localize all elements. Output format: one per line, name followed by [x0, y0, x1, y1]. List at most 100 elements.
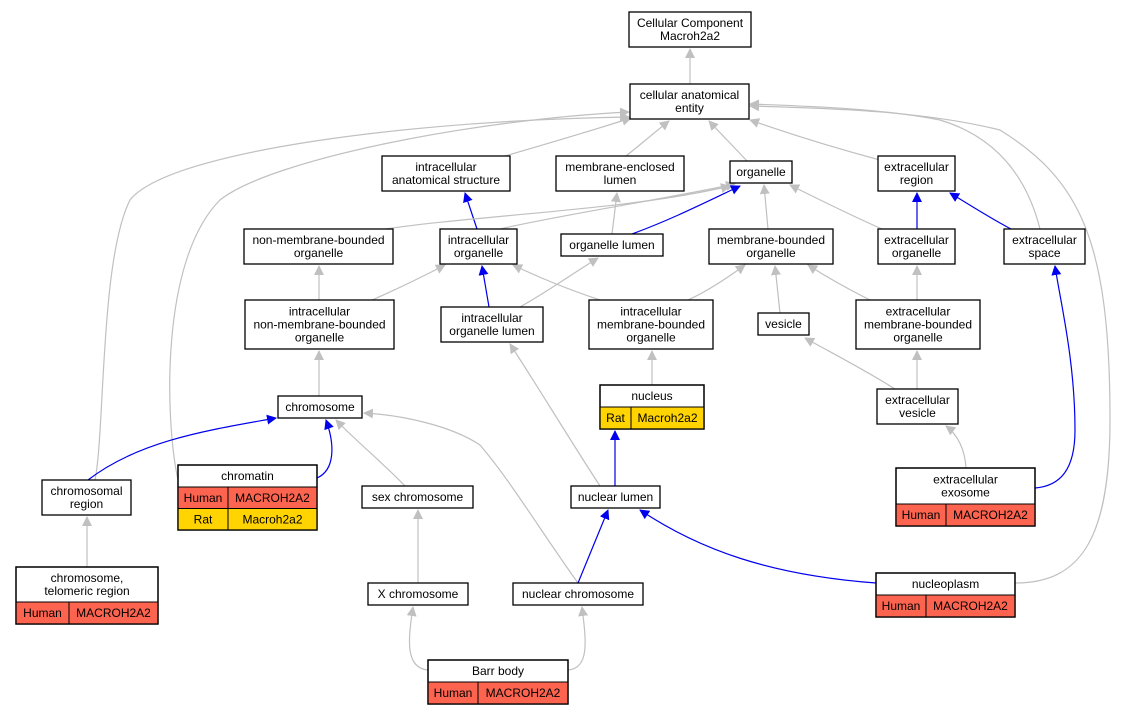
node-border — [427, 659, 569, 705]
species-label: Human — [184, 491, 223, 505]
node-label: nucleoplasm — [912, 577, 979, 591]
edge-mel-to-cae — [625, 120, 670, 157]
edge-nucchr-to-nuclumen — [577, 509, 610, 584]
node-label: organelle — [626, 331, 676, 345]
node-box — [555, 155, 685, 192]
node-orglumen[interactable]: organelle lumen — [560, 233, 664, 257]
node-box — [588, 299, 714, 350]
node-box — [708, 228, 834, 265]
node-label: chromosome — [285, 400, 355, 414]
node-label: organelle — [295, 331, 345, 345]
node-box — [367, 582, 469, 606]
node-box — [570, 485, 661, 509]
species-label: Rat — [606, 411, 625, 425]
edge-chromreg-to-chromosome — [87, 414, 277, 481]
gene-label: MACROH2A2 — [235, 491, 310, 505]
node-label: telomeric region — [44, 584, 129, 598]
node-label: intracellular — [289, 305, 350, 319]
node-label: extracellular — [886, 305, 951, 319]
edge-exosome-to-extspace — [1034, 265, 1076, 489]
node-nucchr[interactable]: nuclear chromosome — [512, 582, 644, 606]
node-box — [439, 228, 518, 265]
node-label: membrane-bounded — [717, 233, 825, 247]
edge-organelle-to-cae — [708, 120, 748, 162]
node-nuclumen[interactable]: nuclear lumen — [570, 485, 661, 509]
edge-intorg-to-organelle — [499, 180, 736, 230]
node-label: organelle — [294, 246, 344, 260]
node-label: cellular anatomical — [640, 88, 739, 102]
node-chromosome[interactable]: chromosome — [277, 395, 363, 419]
edge-iol-to-intorg — [478, 265, 490, 308]
node-vesicle[interactable]: vesicle — [757, 312, 810, 336]
node-label: organelle — [893, 331, 943, 345]
node-label: extracellular — [884, 160, 949, 174]
node-box — [877, 228, 956, 265]
node-label: Macroh2a2 — [660, 29, 720, 43]
node-label: nuclear chromosome — [522, 587, 634, 601]
node-label: nuclear lumen — [578, 490, 653, 504]
node-label: vesicle — [765, 317, 802, 331]
node-box — [757, 312, 810, 336]
node-border — [875, 572, 1016, 618]
node-label: chromosome, — [51, 571, 124, 585]
edge-orglumen-to-organelle — [631, 185, 741, 235]
node-label: organelle — [736, 165, 786, 179]
node-xchr[interactable]: X chromosome — [367, 582, 469, 606]
edge-extspace-to-extreg — [949, 192, 1012, 230]
edge-imbo-to-mbo — [687, 264, 746, 301]
node-box — [560, 233, 664, 257]
node-box — [729, 160, 793, 184]
node-border — [895, 467, 1036, 527]
node-label: extracellular — [885, 393, 950, 407]
edge-chromatin-to-cae — [169, 107, 630, 481]
node-label: intracellular — [415, 160, 476, 174]
node-label: membrane-bounded — [864, 318, 972, 332]
node-label: organelle — [746, 246, 796, 260]
edge-chromreg-to-cae — [94, 112, 630, 481]
node-sexchr[interactable]: sex chromosome — [361, 485, 474, 509]
node-label: extracellular — [884, 233, 949, 247]
edge-nucleoplasm-to-cae — [749, 101, 1111, 584]
annotation-row-rat: Rat Macroh2a2 — [599, 406, 705, 430]
node-label: Cellular Component — [637, 16, 744, 30]
node-label: exosome — [941, 486, 990, 500]
node-organelle[interactable]: organelle — [729, 160, 793, 184]
edge-chromatin-to-chromosome — [316, 419, 334, 479]
node-inmbo[interactable]: intracellularnon-membrane-boundedorganel… — [244, 299, 395, 350]
gene-label: Macroh2a2 — [637, 411, 697, 425]
edge-embo-to-mbo — [807, 264, 871, 301]
node-box — [1003, 228, 1086, 265]
node-label: nucleus — [631, 389, 672, 403]
node-label: organelle lumen — [569, 238, 654, 252]
node-label: non-membrane-bounded — [252, 233, 384, 247]
edge-barr-to-xchr — [406, 606, 429, 671]
node-label: X chromosome — [378, 587, 459, 601]
node-label: intracellular — [461, 311, 522, 325]
node-label: vesicle — [899, 406, 936, 420]
